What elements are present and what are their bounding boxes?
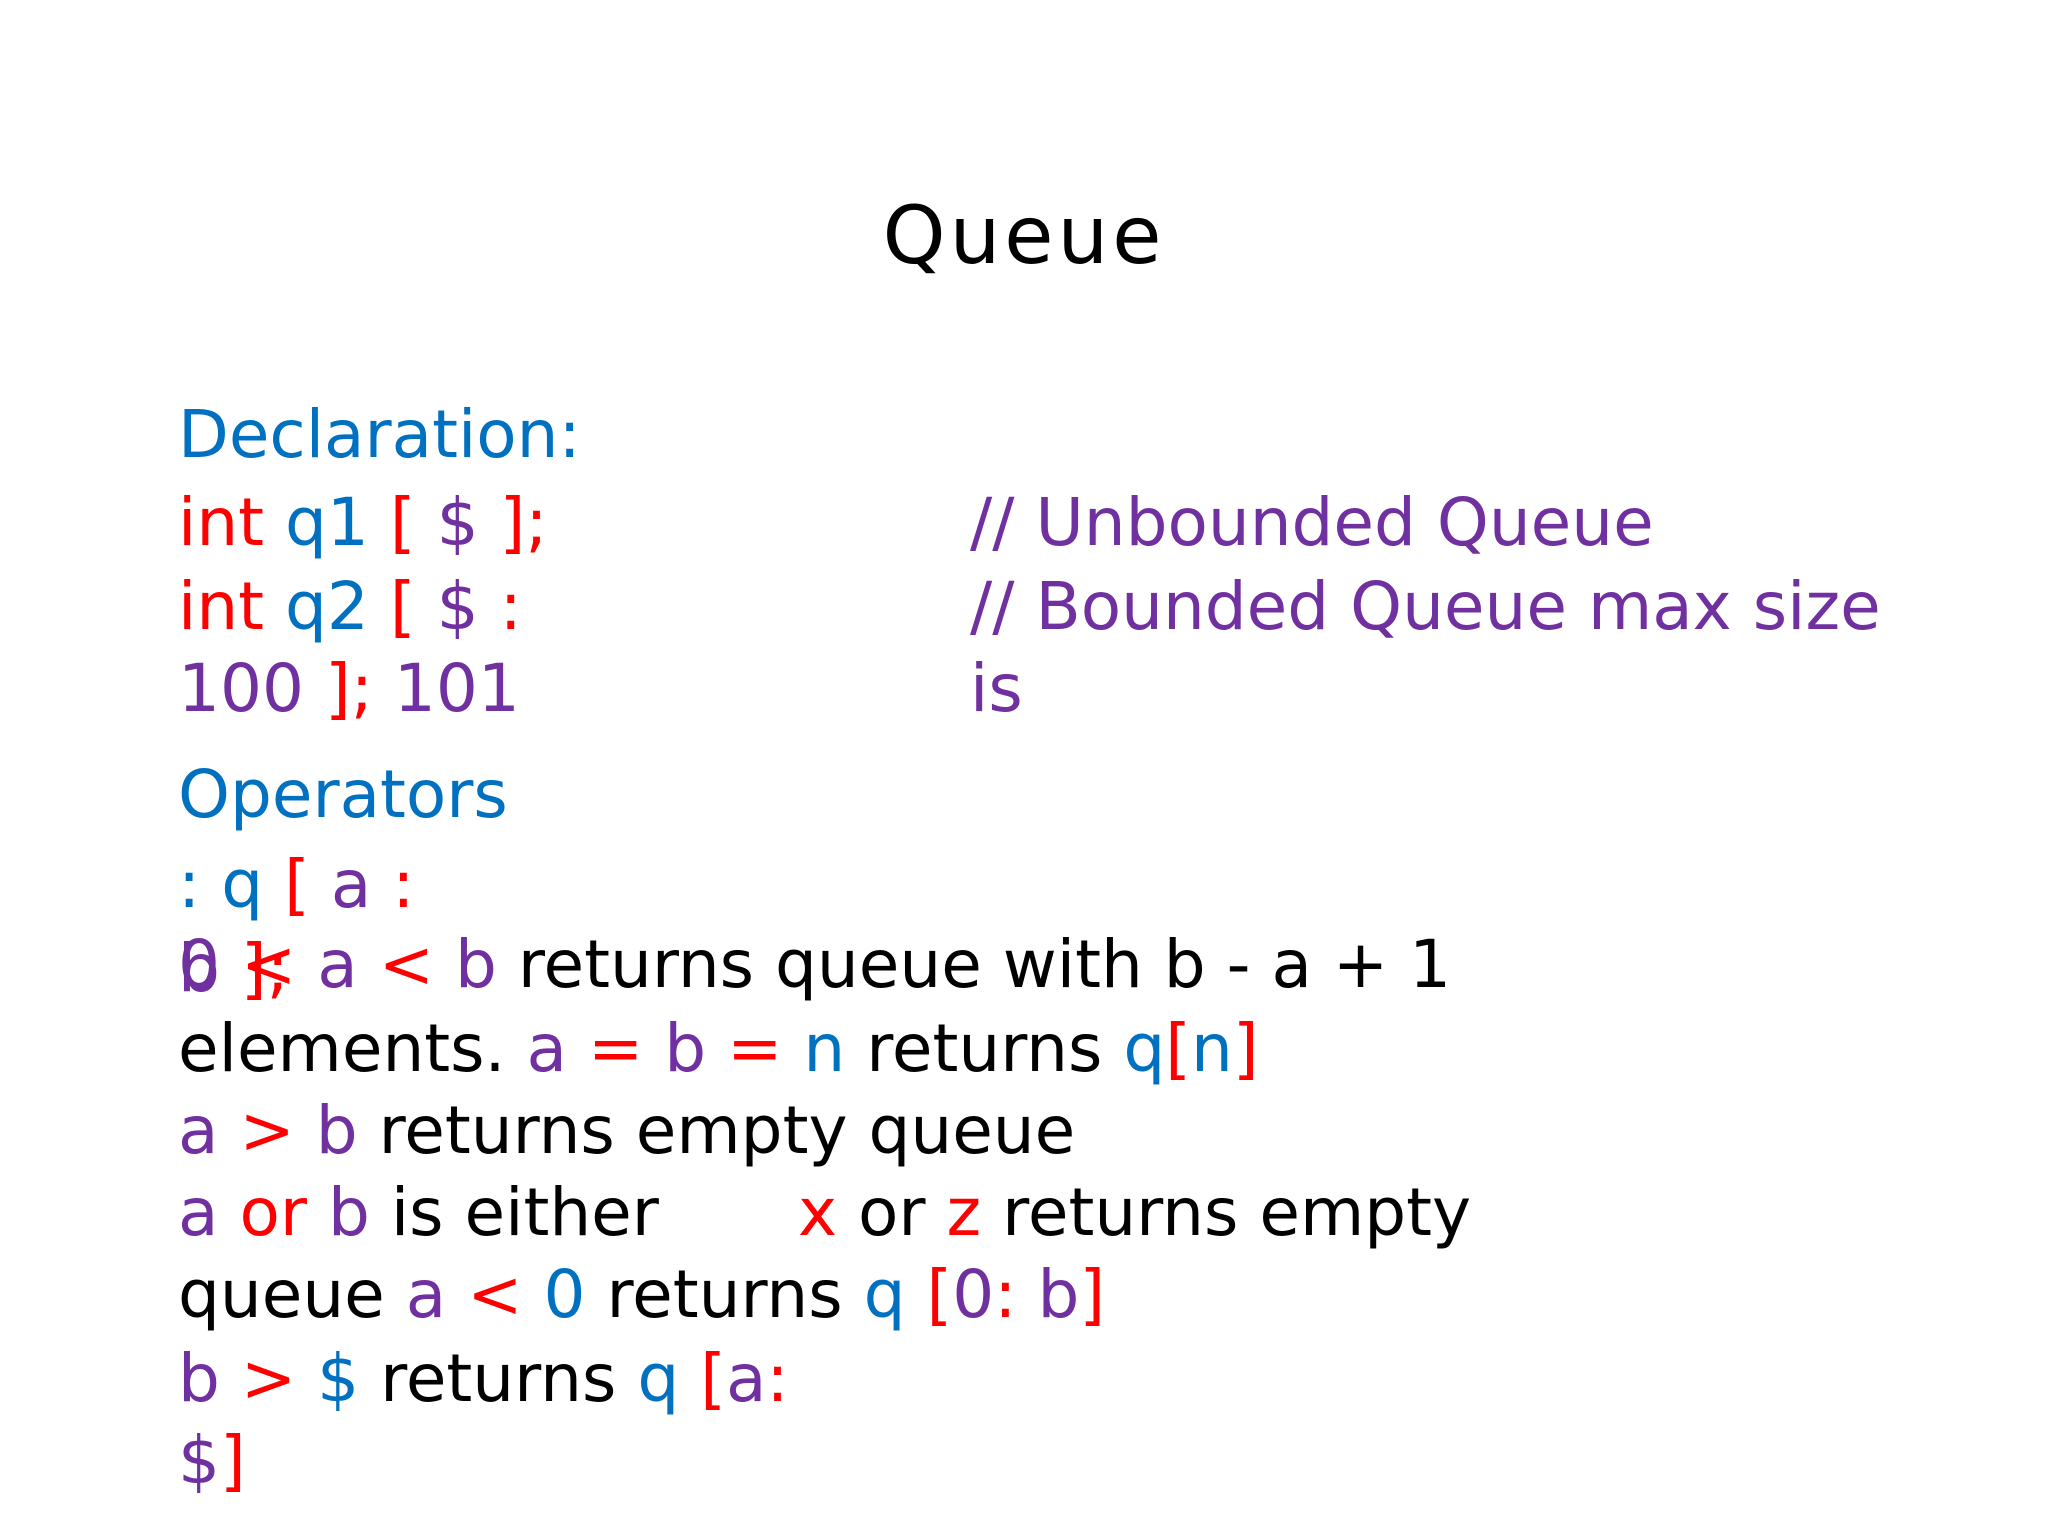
text-run: a (330, 846, 393, 923)
operators-line-6: queue a < 0 returns q [0: b] (178, 1262, 1105, 1328)
text-run: [ (389, 484, 437, 561)
text-run: returns empty (981, 1174, 1472, 1251)
text-run: [ (926, 1256, 953, 1333)
text-run: elements. (178, 1010, 527, 1087)
text-run: [ (1165, 1010, 1192, 1087)
text-run: ] (1232, 1010, 1259, 1087)
text-run: returns empty queue (357, 1092, 1076, 1169)
text-run: a (317, 926, 379, 1003)
text-run: a (405, 1256, 468, 1333)
operators-line-3: elements. a = b = n returns q[n] (178, 1016, 1259, 1082)
declaration-heading: Declaration: (178, 396, 581, 473)
text-run: a (178, 1174, 240, 1251)
text-run: a (725, 1340, 767, 1417)
text-run: > (240, 1340, 318, 1417)
text-run: : (499, 568, 522, 645)
text-run: q (863, 1256, 927, 1333)
text-run: q (637, 1340, 701, 1417)
text-run: a (526, 1010, 588, 1087)
text-run: z (946, 1174, 982, 1251)
text-run: int (178, 484, 286, 561)
text-run: : (392, 846, 415, 923)
text-run: < (467, 1256, 544, 1333)
text-run: is either (369, 1174, 659, 1251)
operators-line-7: b > $ returns q [a: (178, 1346, 789, 1412)
operators-line-4: a > b returns empty queue (178, 1098, 1075, 1164)
text-run: ]; (324, 650, 373, 727)
text-run: q1 (285, 484, 390, 561)
text-run: or (239, 1174, 328, 1251)
operators-heading: Operators (178, 756, 508, 833)
declaration-line-1: int q1 [ $ ]; (178, 490, 548, 556)
text-run: $ (317, 1340, 360, 1417)
operators-line-5-right: x or z returns empty (798, 1180, 1471, 1246)
operators-line-8: $] (178, 1428, 246, 1494)
text-run: x (798, 1174, 838, 1251)
text-run: $ (436, 484, 500, 561)
text-run: $ (436, 568, 500, 645)
text-run: b (454, 926, 497, 1003)
text-run: b (1037, 1256, 1080, 1333)
slide-title: Queue (882, 189, 1166, 282)
text-run: q2 (285, 568, 390, 645)
text-run: ] (1079, 1256, 1106, 1333)
text-run: int (178, 568, 286, 645)
text-run: = (587, 1010, 665, 1087)
text-run: 101 (372, 650, 520, 727)
text-run: returns (359, 1340, 638, 1417)
comment-bounded: // Bounded Queue max size (970, 568, 1881, 645)
text-run: n (803, 1010, 846, 1087)
text-run: ]; (499, 484, 548, 561)
text-run: b (315, 1092, 358, 1169)
text-run: 100 (178, 650, 325, 727)
text-run: $ (178, 1422, 220, 1499)
text-run: n (1191, 1010, 1233, 1087)
text-run: a (178, 1092, 240, 1169)
text-run: [ (389, 568, 437, 645)
declaration-line-3: 100 ]; 101 (178, 656, 520, 722)
text-run: b (664, 1010, 728, 1087)
operators-line-2: 0 < a < b returns queue with b - a + 1 (178, 932, 1451, 998)
text-run: b (178, 930, 241, 1007)
text-run: [ (284, 846, 331, 923)
text-run: : (766, 1340, 789, 1417)
text-run: ]; (240, 930, 289, 1007)
text-run: 0 (178, 926, 241, 1003)
text-run: = (727, 1010, 804, 1087)
text-run: : q (178, 846, 285, 923)
text-run: < (378, 926, 455, 1003)
operators-line-2-overlap: b ]; (178, 936, 289, 1002)
operators-line-5: a or b is either (178, 1180, 659, 1246)
text-run: < (240, 926, 318, 1003)
text-run: > (239, 1092, 316, 1169)
text-run: q (1123, 1010, 1166, 1087)
text-run: 0 (952, 1256, 995, 1333)
text-run: b (327, 1174, 370, 1251)
text-run: : (994, 1256, 1038, 1333)
text-run: [ (700, 1340, 726, 1417)
text-run: b (178, 1340, 241, 1417)
operators-line-1: : q [ a : (178, 852, 415, 918)
text-run: ] (220, 1422, 246, 1499)
text-run: or (837, 1174, 947, 1251)
declaration-line-2: int q2 [ $ : (178, 574, 522, 640)
comment-unbounded: // Unbounded Queue (970, 484, 1654, 561)
text-run: returns queue with b - a + 1 (496, 926, 1452, 1003)
text-run: queue (178, 1256, 406, 1333)
text-run: returns (845, 1010, 1124, 1087)
comment-is: is (970, 650, 1023, 727)
text-run: 0 (543, 1256, 586, 1333)
text-run: returns (585, 1256, 864, 1333)
